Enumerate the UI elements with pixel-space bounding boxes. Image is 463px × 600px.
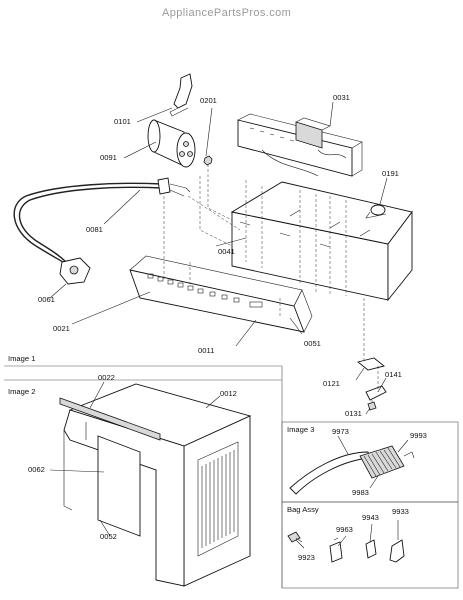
bracket-9933[interactable]	[389, 539, 405, 563]
part-label-0011[interactable]: 0011	[198, 346, 214, 355]
fastener-9963[interactable]	[329, 537, 343, 563]
bracket-0121[interactable]	[357, 357, 385, 371]
assembly-lines	[163, 164, 379, 404]
part-label-9993[interactable]: 9993	[410, 431, 427, 440]
part-label-0051[interactable]: 0051	[304, 339, 321, 348]
bag-assy-leaders	[295, 520, 399, 549]
part-label-0131[interactable]: 0131	[345, 409, 362, 418]
part-label-0191[interactable]: 0191	[382, 169, 399, 178]
part-label-9983[interactable]: 9983	[352, 488, 369, 497]
part-label-0121[interactable]: 0121	[323, 379, 340, 388]
part-label-0201[interactable]: 0201	[200, 96, 217, 105]
part-label-0141[interactable]: 0141	[385, 370, 402, 379]
part-label-9963[interactable]: 9963	[336, 525, 353, 534]
section-title-bag-assy: Bag Assy	[287, 505, 319, 514]
part-label-0021[interactable]: 0021	[53, 324, 70, 333]
watermark: AppliancePartsPros.com	[162, 7, 291, 19]
part-label-0081[interactable]: 0081	[86, 225, 103, 234]
part-label-0052[interactable]: 0052	[100, 532, 117, 541]
part-label-0041[interactable]: 0041	[218, 247, 235, 256]
power-plug[interactable]	[59, 257, 91, 285]
image3-leaders	[337, 435, 409, 489]
screw-0201[interactable]	[203, 155, 213, 166]
section-title-image3: Image 3	[287, 425, 314, 434]
bag-assy-box	[281, 501, 459, 589]
part-label-9933[interactable]: 9933	[392, 507, 409, 516]
part-label-9943[interactable]: 9943	[362, 513, 379, 522]
part-label-0101[interactable]: 0101	[114, 117, 131, 126]
part-label-0091[interactable]: 0091	[100, 153, 117, 162]
part-label-9923[interactable]: 9923	[298, 553, 315, 562]
cabinet[interactable]	[63, 383, 252, 587]
capacitor-bracket[interactable]	[169, 73, 193, 117]
clip-9943[interactable]	[365, 539, 377, 559]
part-label-0062[interactable]: 0062	[28, 465, 45, 474]
thermistor[interactable]	[365, 204, 387, 219]
part-label-0022[interactable]: 0022	[98, 373, 115, 382]
coil-wrap[interactable]	[359, 445, 415, 479]
cabinet-leaders	[49, 381, 221, 537]
part-label-0012[interactable]: 0012	[220, 389, 237, 398]
section-title-image2: Image 2	[8, 387, 35, 396]
control-box[interactable]	[230, 181, 413, 302]
screw-9923[interactable]	[287, 531, 303, 543]
power-cord[interactable]	[13, 177, 191, 265]
side-panel[interactable]	[97, 435, 141, 537]
section-title-image1: Image 1	[8, 354, 35, 363]
part-label-0061[interactable]: 0061	[38, 295, 55, 304]
part-label-9973[interactable]: 9973	[332, 427, 349, 436]
leader-lines	[49, 101, 388, 415]
top-rail[interactable]	[59, 397, 161, 441]
bracket-0131[interactable]	[365, 385, 387, 401]
part-label-0031[interactable]: 0031	[333, 93, 350, 102]
capacitor[interactable]	[147, 119, 196, 168]
control-board[interactable]	[237, 113, 363, 177]
control-panel[interactable]	[129, 255, 313, 333]
